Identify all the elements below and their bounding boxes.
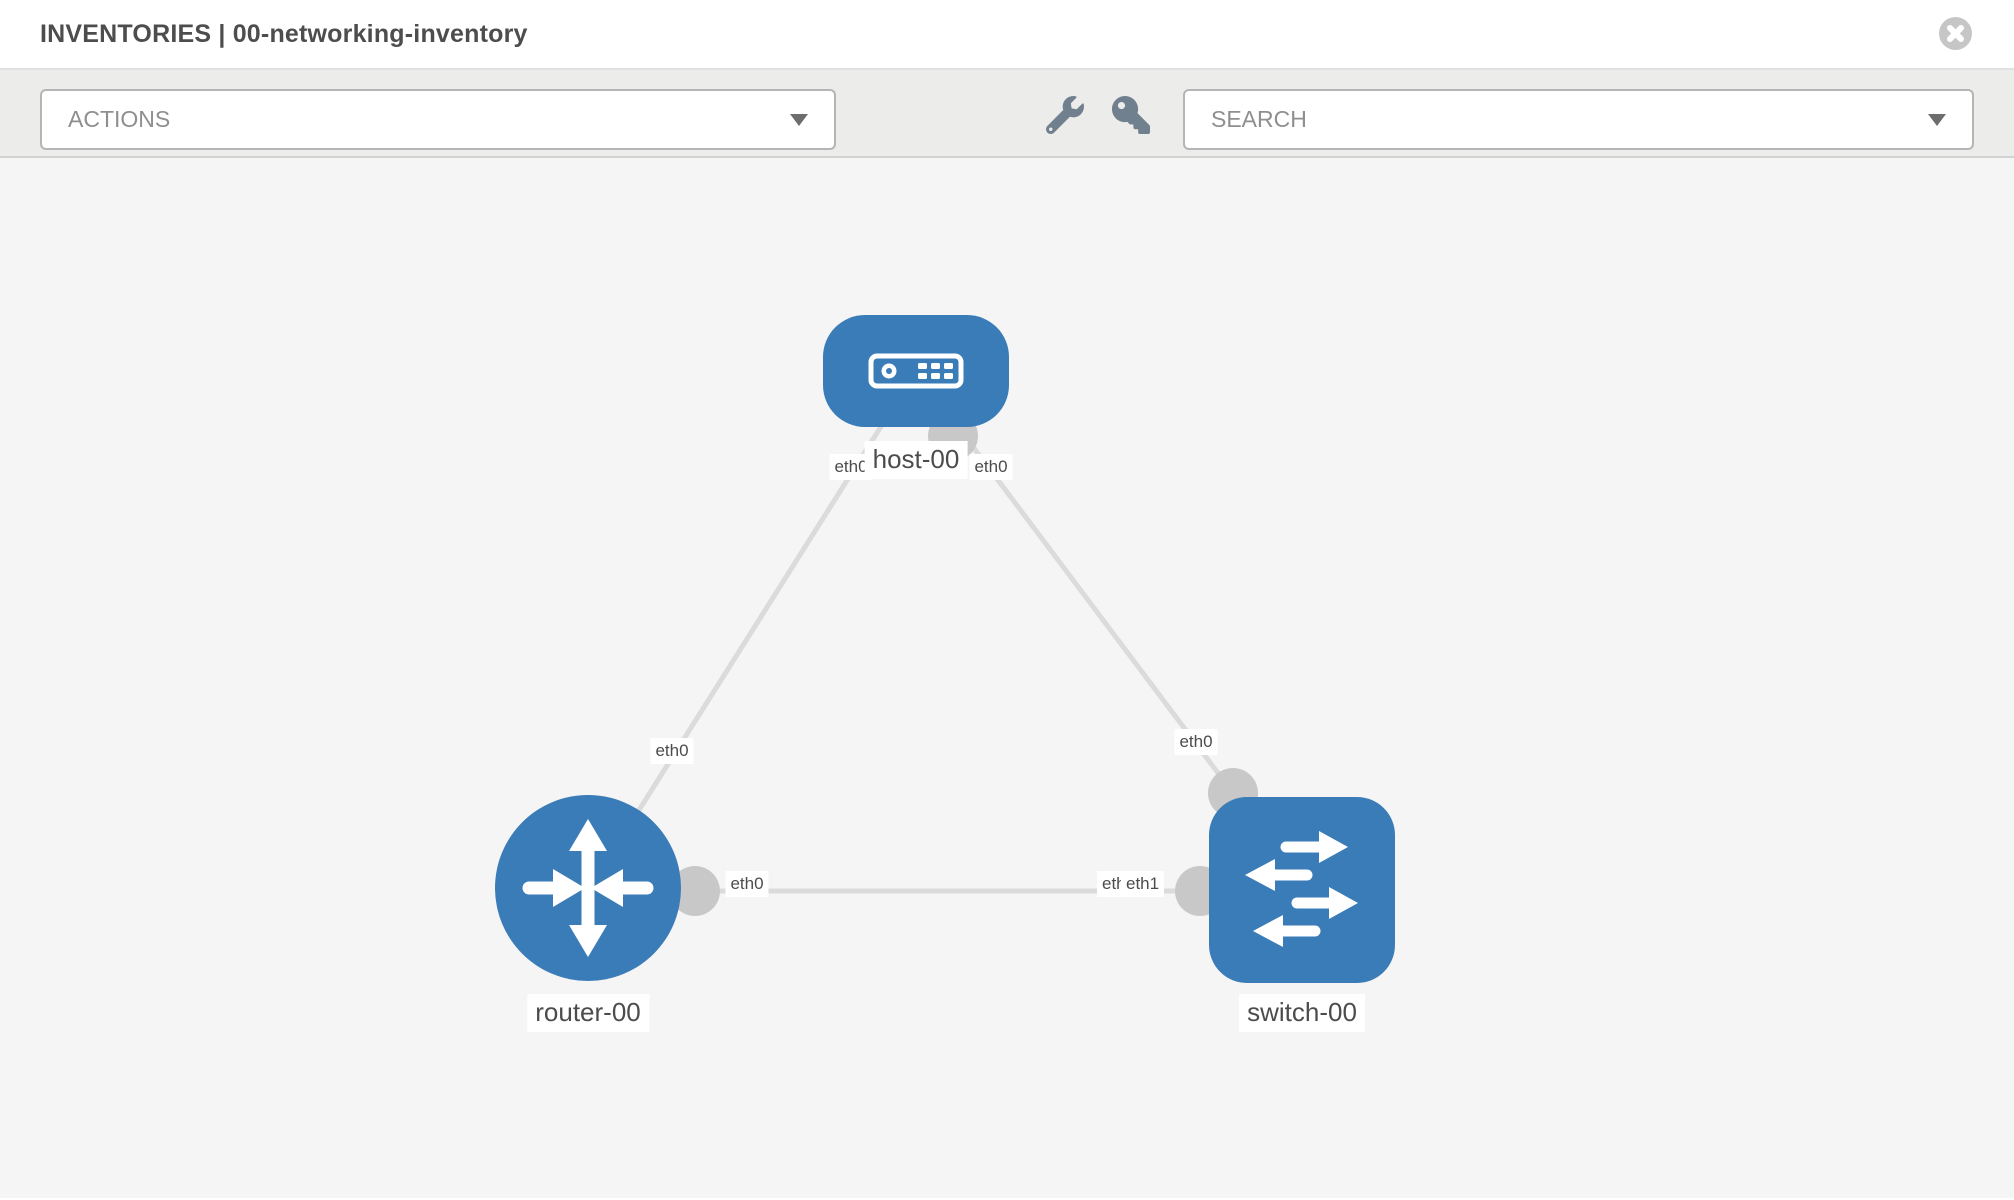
- switch-icon: [1245, 831, 1358, 947]
- wrench-icon: [1046, 96, 1084, 134]
- node-label-host: host-00: [864, 441, 968, 479]
- network-links-layer: [585, 369, 1258, 916]
- interface-label: eth1: [1121, 871, 1165, 898]
- node-label-switch: switch-00: [1239, 994, 1365, 1032]
- interface-label: eth0: [969, 454, 1013, 481]
- node-switch-00[interactable]: [1209, 797, 1395, 983]
- search-dropdown[interactable]: SEARCH: [1183, 89, 1974, 150]
- interface-label: eth0: [650, 738, 694, 765]
- key-icon: [1112, 96, 1150, 134]
- link-endpoint-connector: [670, 866, 720, 916]
- page-title: INVENTORIES | 00-networking-inventory: [40, 19, 528, 48]
- node-label-router: router-00: [527, 994, 649, 1032]
- node-host-00[interactable]: [823, 315, 1009, 427]
- search-dropdown-value: SEARCH: [1211, 106, 1307, 132]
- interface-label: eth0: [725, 871, 769, 898]
- router-icon: [522, 819, 654, 957]
- interface-label: eth0: [1174, 729, 1218, 756]
- tools-button[interactable]: [1046, 95, 1086, 135]
- chevron-down-icon: [790, 113, 808, 126]
- credentials-button[interactable]: [1112, 95, 1152, 135]
- actions-dropdown-value: ACTIONS: [68, 106, 171, 132]
- chevron-down-icon: [1928, 113, 1946, 126]
- close-button[interactable]: [1939, 17, 1972, 50]
- actions-dropdown[interactable]: ACTIONS: [40, 89, 836, 150]
- host-icon: [868, 353, 964, 389]
- page-header: INVENTORIES | 00-networking-inventory: [0, 0, 2014, 70]
- node-router-00[interactable]: [495, 795, 681, 981]
- close-icon: [1947, 25, 1964, 42]
- toolbar: ACTIONS SEARCH: [0, 70, 2014, 158]
- topology-canvas[interactable]: eth0 eth0 host-00 eth0 eth0 eth0 eth0 et…: [0, 158, 2014, 1198]
